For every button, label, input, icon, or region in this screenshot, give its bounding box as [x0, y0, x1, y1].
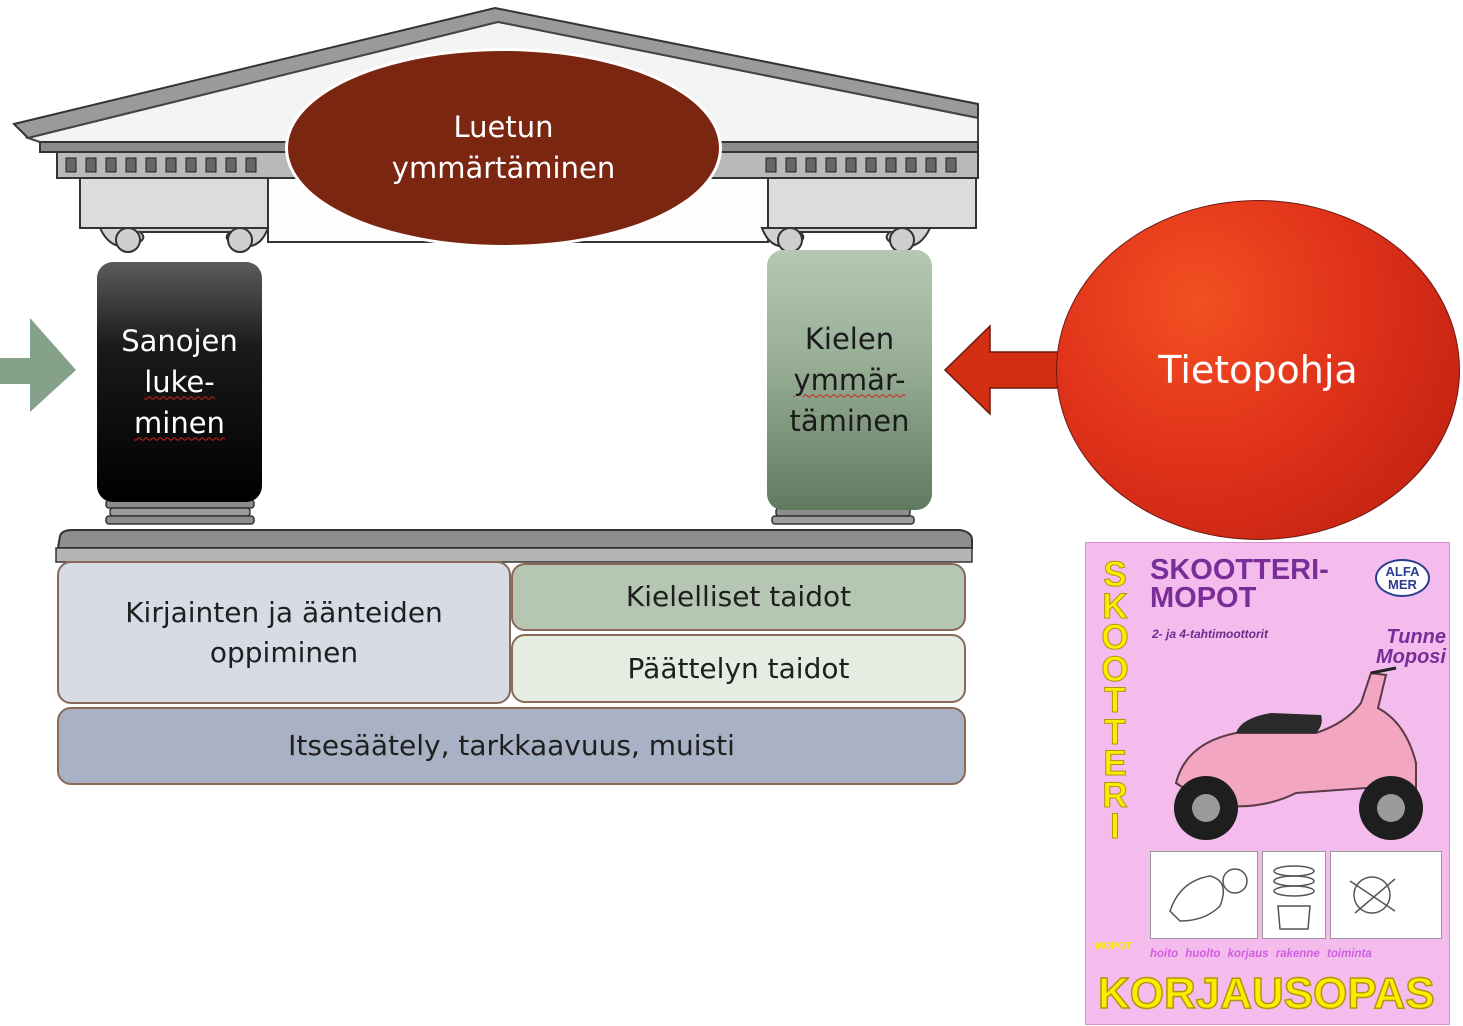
- spine-letter: E: [1103, 744, 1127, 783]
- spine-letter: T: [1104, 681, 1126, 720]
- pillar-left-line: Sanojen: [121, 323, 238, 358]
- book-title-line: SKOOTTERI-: [1150, 554, 1329, 586]
- roof-label: Luetun ymmärtäminen: [391, 110, 616, 185]
- pillar-word-reading: Sanojen luke- minen: [97, 262, 262, 502]
- box-selfreg-label: Itsesäätely, tarkkaavuus, muisti: [288, 729, 735, 762]
- slogan-line: Tunne: [1386, 626, 1446, 648]
- book-topic-strip: hoito huolto korjaus rakenne toiminta: [1150, 948, 1372, 960]
- book-cover: S K O O T T E R I SKOOTTERI- MOPOT 2- ja…: [1085, 542, 1450, 1025]
- column-bases: [105, 499, 915, 525]
- left-arrow: [0, 318, 76, 412]
- diagram-panel: [1150, 851, 1258, 939]
- column-capitals: [98, 227, 932, 253]
- temple-base: [55, 529, 973, 563]
- book-subtitle: 2- ja 4-tahtimoottorit: [1152, 627, 1268, 641]
- diagram-panel: [1330, 851, 1442, 939]
- pillar-right-line: täminen: [789, 403, 910, 438]
- pillar-language-comprehension: Kielen ymmär- täminen: [767, 250, 932, 510]
- badge-line: ALFA: [1385, 564, 1420, 579]
- pillar-left-text: Sanojen luke- minen: [121, 321, 238, 444]
- roof-oval-reading-comprehension: Luetun ymmärtäminen: [285, 48, 722, 248]
- pillar-left-line: minen: [134, 405, 225, 440]
- pillar-right-line: ymmär-: [793, 362, 906, 397]
- pillar-left-line: luke-: [144, 364, 215, 399]
- spine-letter: R: [1102, 775, 1128, 815]
- spine-letter: S: [1103, 555, 1127, 594]
- badge-line: MER: [1388, 577, 1417, 592]
- box-self-regulation: Itsesäätely, tarkkaavuus, muisti: [57, 707, 966, 785]
- book-spine: S K O O T T E R I: [1094, 555, 1136, 846]
- box-language-label: Kielelliset taidot: [625, 580, 852, 613]
- book-small-label: MOPOT: [1095, 941, 1132, 952]
- parts-icon: [1169, 865, 1396, 930]
- spine-letter: I: [1110, 807, 1121, 846]
- box-language-skills: Kielelliset taidot: [511, 563, 966, 631]
- box-inference-skills: Päättelyn taidot: [511, 634, 966, 703]
- knowledge-label: Tietopohja: [1158, 348, 1358, 392]
- pillar-right-line: Kielen: [804, 321, 895, 356]
- slogan-line: Moposi: [1376, 646, 1446, 668]
- pillar-right-text: Kielen ymmär- täminen: [789, 319, 909, 442]
- spine-letter: K: [1102, 586, 1128, 626]
- box-letters-sounds: Kirjainten ja äänteiden oppiminen: [57, 561, 511, 704]
- spine-letter: T: [1104, 712, 1126, 752]
- box-letters-label: Kirjainten ja äänteiden oppiminen: [125, 595, 443, 669]
- publisher-badge: ALFA MER: [1375, 559, 1430, 597]
- scooter-icon: [1174, 666, 1423, 840]
- box-inference-label: Päättelyn taidot: [627, 651, 850, 685]
- spine-letter: O: [1101, 618, 1129, 657]
- book-title-line: MOPOT: [1150, 582, 1257, 614]
- spine-letter: O: [1101, 649, 1129, 689]
- book-slogan: Tunne Moposi: [1366, 627, 1446, 667]
- right-arrow: [943, 324, 1061, 416]
- knowledge-circle: Tietopohja: [1056, 200, 1460, 540]
- book-bottom-title: KORJAUSOPAS: [1097, 968, 1435, 1019]
- book-title: SKOOTTERI- MOPOT: [1150, 554, 1329, 614]
